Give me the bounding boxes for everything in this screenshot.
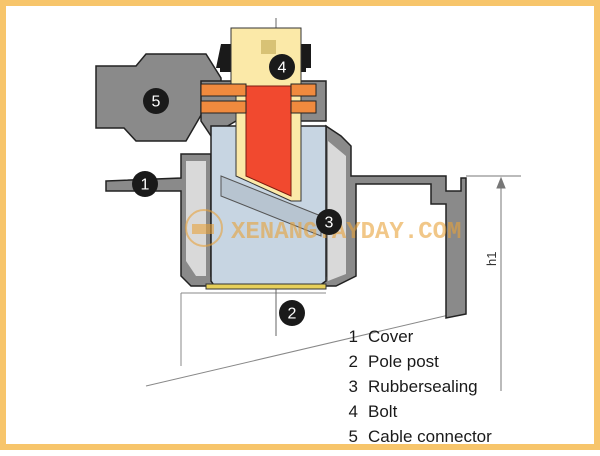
marker-3: 3 xyxy=(316,209,342,235)
watermark-forklift-body xyxy=(192,224,214,234)
h1-label: h1 xyxy=(484,252,499,266)
legend-label: Bolt xyxy=(368,402,398,421)
pole-post-base xyxy=(205,283,327,290)
legend-number: 1 xyxy=(348,327,358,346)
bolt-head-slot xyxy=(261,40,276,54)
marker-1-circle xyxy=(132,171,158,197)
ground-slope-line xyxy=(145,310,467,387)
marker-4-circle xyxy=(269,54,295,80)
connector-ring-top-left xyxy=(200,83,247,97)
legend-number: 3 xyxy=(348,377,358,396)
legend-item: 5 Cable connector xyxy=(348,424,492,449)
legend-label: Cover xyxy=(368,327,414,346)
watermark-text: XENANGTAYDAY.COM xyxy=(231,219,461,246)
marker-2-label: 2 xyxy=(288,306,297,323)
marker-3-label: 3 xyxy=(325,215,334,232)
legend-number: 4 xyxy=(348,402,358,421)
legend-label: Rubbersealing xyxy=(368,377,478,396)
watermark-forklift-icon xyxy=(185,209,223,247)
marker-2-circle xyxy=(279,300,305,326)
connector-ring-top-right xyxy=(290,83,317,97)
legend-number: 5 xyxy=(348,427,358,446)
connector-ring-bottom-left xyxy=(200,100,247,114)
marker-4: 4 xyxy=(269,54,295,80)
legend-item: 4 Bolt xyxy=(348,399,492,424)
cover-inner-left xyxy=(186,161,206,276)
legend-item: 1 Cover xyxy=(348,324,492,349)
h1-dimension xyxy=(466,175,521,391)
marker-5-label: 5 xyxy=(152,94,161,111)
bolt-shaft xyxy=(245,85,292,197)
legend-item: 3 Rubbersealing xyxy=(348,374,492,399)
connector-ring-bottom-right xyxy=(290,100,317,114)
legend: 1 Cover 2 Pole post 3 Rubbersealing 4 Bo… xyxy=(348,324,492,449)
rubber-sealing xyxy=(220,175,322,237)
legend-item: 2 Pole post xyxy=(348,349,492,374)
legend-label: Pole post xyxy=(368,352,439,371)
h1-arrow-icon xyxy=(496,176,506,189)
marker-4-label: 4 xyxy=(278,60,287,77)
marker-1: 1 xyxy=(132,171,158,197)
marker-1-label: 1 xyxy=(141,177,150,194)
marker-2: 2 xyxy=(279,300,305,326)
marker-3-circle xyxy=(316,209,342,235)
marker-5: 5 xyxy=(143,88,169,114)
watermark: XENANGTAYDAY.COM xyxy=(185,209,461,247)
marker-5-circle xyxy=(143,88,169,114)
legend-label: Cable connector xyxy=(368,427,492,446)
cover-inner-right xyxy=(328,141,346,281)
legend-number: 2 xyxy=(348,352,358,371)
battery-terminal-diagram: h1 XENANGTAYDAY.COM xyxy=(95,18,521,391)
